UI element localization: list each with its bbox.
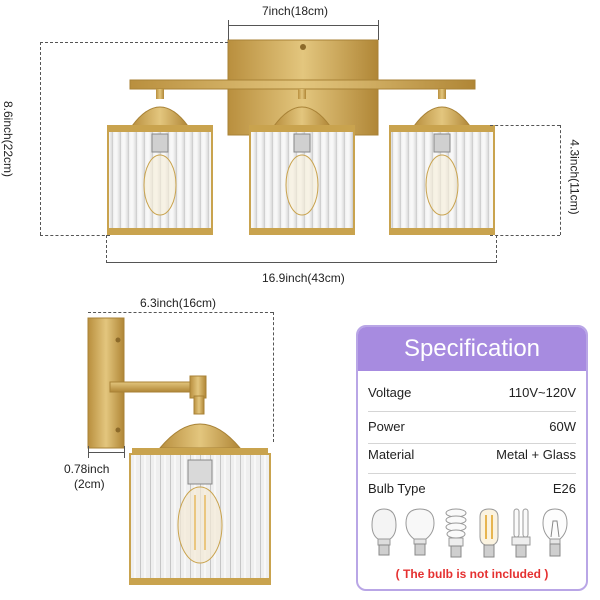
total-width-label: 16.9inch(43cm) — [262, 271, 345, 285]
depth-tick — [124, 446, 125, 458]
spiral-bulb-icon — [445, 508, 467, 558]
total-height-label: 8.6inch(22cm) — [1, 100, 16, 178]
shade-height-guide — [490, 235, 560, 236]
depth-label-line2: (2cm) — [74, 477, 105, 491]
shade-height-line — [560, 125, 561, 235]
top-width-tick — [228, 20, 229, 40]
spec-row-voltage: Voltage 110V~120V — [368, 379, 576, 407]
total-height-line — [40, 42, 41, 235]
specification-title: Specification — [358, 327, 586, 371]
top-width-tick — [378, 20, 379, 40]
spec-value: 110V~120V — [508, 385, 576, 400]
cfl-bulb-icon — [511, 508, 531, 558]
spec-row-power: Power 60W — [368, 413, 576, 441]
spec-value: E26 — [552, 481, 576, 496]
crystal-shade — [389, 89, 495, 235]
bulb-not-included-note: ( The bulb is not included ) — [395, 567, 549, 581]
spec-row-bulb-type: Bulb Type E26 — [368, 475, 576, 503]
depth-label-line1: 0.78inch — [64, 462, 110, 476]
divider — [368, 411, 576, 412]
top-width-line — [228, 25, 378, 26]
single-light-side-view — [87, 317, 271, 585]
three-light-fixture — [107, 39, 495, 235]
shade-height-guide — [490, 125, 560, 126]
spec-label: Bulb Type — [368, 481, 426, 496]
led-bulb-icon — [371, 508, 397, 556]
divider — [368, 443, 576, 444]
shade-height-label: 4.3inch(11cm) — [567, 139, 582, 215]
spec-row-material: Material Metal + Glass — [368, 441, 576, 469]
incandescent-bulb-icon — [542, 508, 568, 557]
single-width-guide — [273, 312, 274, 442]
total-width-tick — [106, 235, 107, 263]
spec-value: Metal + Glass — [496, 447, 576, 462]
specification-card: Specification Voltage 110V~120V Power 60… — [356, 325, 588, 591]
top-width-label: 7inch(18cm) — [262, 4, 329, 18]
depth-tick — [88, 446, 89, 458]
single-width-label: 6.3inch(16cm) — [140, 296, 217, 310]
depth-line — [88, 452, 124, 453]
height-guide — [40, 235, 110, 236]
spec-value: 60W — [549, 419, 576, 434]
filament-bulb-icon — [479, 508, 499, 558]
total-width-tick — [496, 235, 497, 263]
total-width-line — [106, 262, 496, 263]
crystal-shade — [249, 89, 355, 235]
spec-label: Material — [368, 447, 415, 462]
spec-label: Power — [368, 419, 405, 434]
crystal-shade — [107, 89, 213, 235]
single-width-guide — [88, 312, 273, 313]
spec-label: Voltage — [368, 385, 412, 400]
divider — [368, 473, 576, 474]
height-guide — [40, 42, 228, 43]
globe-bulb-icon — [405, 508, 435, 556]
